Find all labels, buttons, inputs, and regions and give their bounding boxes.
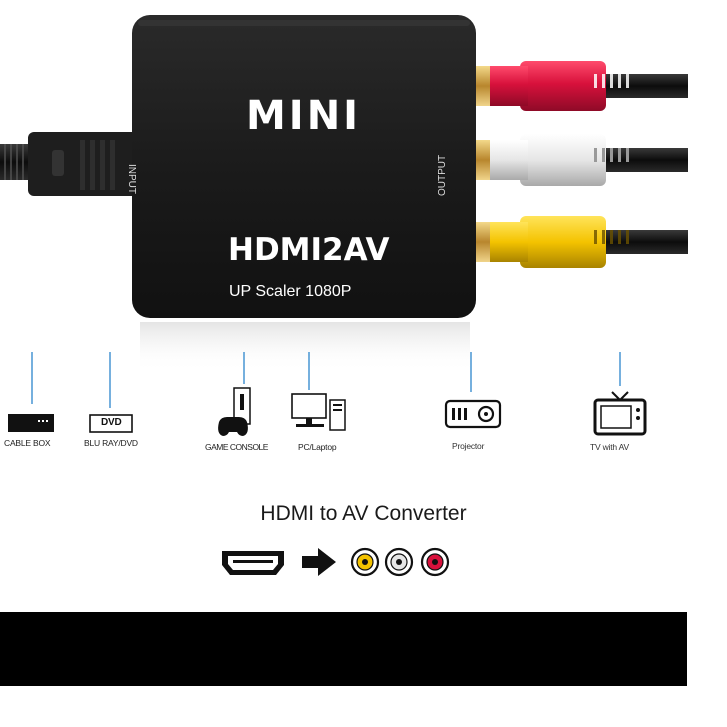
source-label-projector: Projector — [452, 441, 485, 451]
source-label-cable-box: CABLE BOX — [4, 438, 51, 448]
output-label: OUTPUT — [437, 154, 448, 196]
source-label-tv: TV with AV — [590, 442, 629, 452]
converter-title: HDMI to AV Converter — [260, 502, 467, 525]
rca-white-cable — [474, 134, 688, 186]
rca-red-icon — [420, 547, 450, 577]
device-brand: MINI — [246, 93, 362, 139]
tv-icon — [593, 391, 647, 436]
cable-box-icon — [8, 414, 54, 432]
source-label-game-console: GAME CONSOLE — [205, 442, 268, 452]
projector-icon — [444, 399, 502, 429]
input-label: INPUT — [126, 164, 137, 194]
dvd-player-icon — [89, 414, 133, 433]
arrow-right-icon — [302, 548, 336, 576]
dvd-icon-text: DVD — [101, 417, 122, 428]
game-console-icon — [218, 387, 251, 436]
source-label-pc: PC/Laptop — [298, 442, 337, 452]
connector-lines — [31, 352, 621, 408]
pc-icon — [291, 393, 346, 431]
hdmi-input-cable — [0, 132, 138, 196]
rca-yellow-cable — [474, 216, 688, 268]
device-tagline: UP Scaler 1080P — [229, 283, 352, 300]
device-reflection — [140, 322, 470, 372]
device-model: HDMI2AV — [228, 232, 390, 268]
source-label-bluray: BLU RAY/DVD — [84, 438, 138, 448]
rca-yellow-icon — [350, 547, 380, 577]
bottom-black-bar — [0, 612, 687, 686]
rca-red-cable — [474, 61, 688, 111]
device-body — [132, 15, 476, 318]
hdmi-port-icon — [222, 551, 284, 575]
rca-white-icon — [384, 547, 414, 577]
